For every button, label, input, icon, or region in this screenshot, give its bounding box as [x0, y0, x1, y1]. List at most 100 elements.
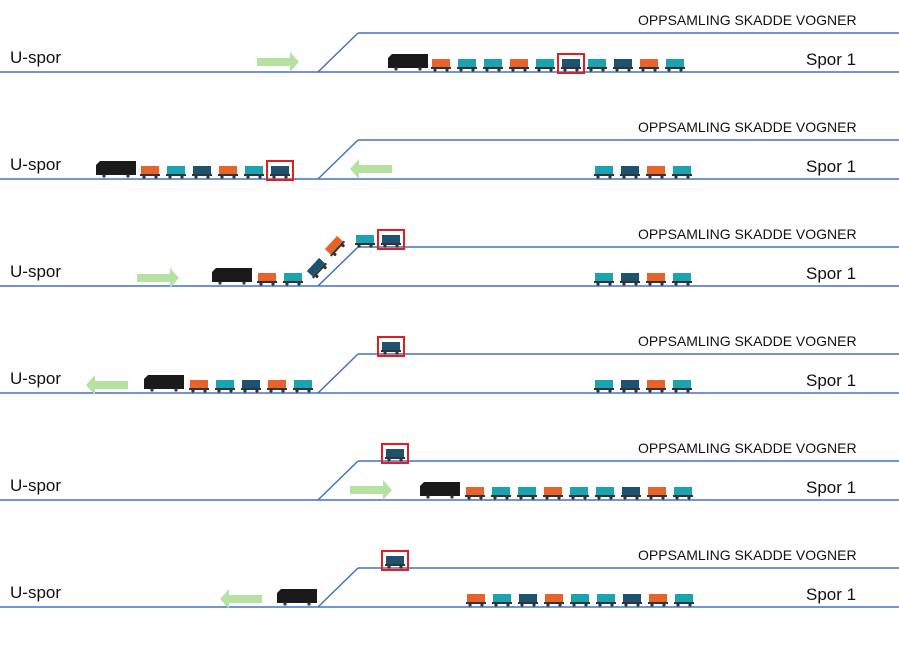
wagon-frame [587, 67, 607, 69]
wagon-frame [270, 174, 290, 176]
wheel [307, 602, 311, 606]
wagon-frame [648, 602, 668, 604]
wagon-frame [457, 67, 477, 69]
wheel [399, 565, 403, 569]
locomotive [212, 268, 252, 282]
wheel [383, 351, 387, 355]
damaged-siding-label: OPPSAMLING SKADDE VOGNER [638, 440, 857, 456]
wheel [610, 603, 614, 607]
wagon-frame [465, 495, 485, 497]
wagon [673, 166, 691, 174]
wagon [382, 235, 400, 243]
wagon-frame [639, 67, 659, 69]
switch-line [317, 567, 359, 608]
wagon-frame [517, 495, 537, 497]
wheel [259, 282, 263, 286]
wagon [545, 594, 563, 602]
damaged-wagon-highlight [377, 336, 405, 357]
wagon [647, 380, 665, 388]
wheel [648, 389, 652, 393]
track-1-label: Spor 1 [806, 585, 857, 604]
locomotive [420, 482, 460, 496]
wagon-frame [595, 495, 615, 497]
wagon-frame [218, 174, 238, 176]
wheel [142, 175, 146, 179]
wheel [297, 282, 301, 286]
wagon-frame [620, 388, 640, 390]
wheel [674, 389, 678, 393]
wagon-frame [385, 564, 405, 566]
switch-line [317, 353, 359, 394]
wagon [674, 487, 692, 495]
wheel [284, 175, 288, 179]
wheel [635, 496, 639, 500]
wheel [596, 389, 600, 393]
wagon-frame [329, 240, 346, 257]
wagon [544, 487, 562, 495]
wagon-frame [311, 262, 328, 279]
wheel [258, 175, 262, 179]
wagon-frame [509, 67, 529, 69]
wheel [661, 496, 665, 500]
wheel [653, 68, 657, 72]
locomotive [96, 161, 136, 175]
wheel [531, 496, 535, 500]
wagon [466, 487, 484, 495]
wagon-frame [166, 174, 186, 176]
switch-line [317, 32, 359, 73]
wagon-frame [381, 243, 401, 245]
wheel [546, 603, 550, 607]
track-1-label: Spor 1 [806, 157, 857, 176]
wheel [255, 389, 259, 393]
wagon-frame [355, 243, 375, 245]
wagon-frame [620, 174, 640, 176]
wagon-frame [241, 388, 261, 390]
step-4 [0, 336, 899, 394]
wagon-frame [674, 602, 694, 604]
wheel [649, 496, 653, 500]
wagon-frame [646, 388, 666, 390]
wheel [471, 68, 475, 72]
wheel [622, 175, 626, 179]
wagon-frame [267, 388, 287, 390]
wagon [518, 487, 536, 495]
wheel [687, 496, 691, 500]
wagon [458, 59, 476, 67]
wheel [468, 603, 472, 607]
wheel [598, 603, 602, 607]
wagon [306, 257, 325, 277]
wagon-frame [622, 602, 642, 604]
wagon [595, 166, 613, 174]
wheel [622, 282, 626, 286]
wagon [648, 487, 666, 495]
wheel [506, 603, 510, 607]
wheel [206, 175, 210, 179]
wagon [596, 487, 614, 495]
wagon [562, 59, 580, 67]
wagon-frame [466, 602, 486, 604]
direction-arrow [257, 52, 299, 72]
wheel [688, 603, 692, 607]
damaged-siding-label: OPPSAMLING SKADDE VOGNER [638, 226, 857, 242]
wagon-frame [570, 602, 590, 604]
wagon-frame [492, 602, 512, 604]
direction-arrow [86, 375, 128, 395]
track-1-label: Spor 1 [806, 371, 857, 390]
wagon-frame [594, 281, 614, 283]
damaged-wagon-highlight [557, 53, 585, 74]
wheel [575, 68, 579, 72]
wheel [676, 603, 680, 607]
wheel [634, 175, 638, 179]
wheel [246, 175, 250, 179]
wheel [679, 68, 683, 72]
wagon [167, 166, 185, 174]
wheel [686, 282, 690, 286]
tilted-wagon [324, 235, 346, 257]
wagon-frame [569, 495, 589, 497]
wagon-frame [646, 281, 666, 283]
wheel [467, 496, 471, 500]
step-1 [0, 32, 899, 74]
wheel [333, 252, 337, 256]
wheel [608, 282, 612, 286]
